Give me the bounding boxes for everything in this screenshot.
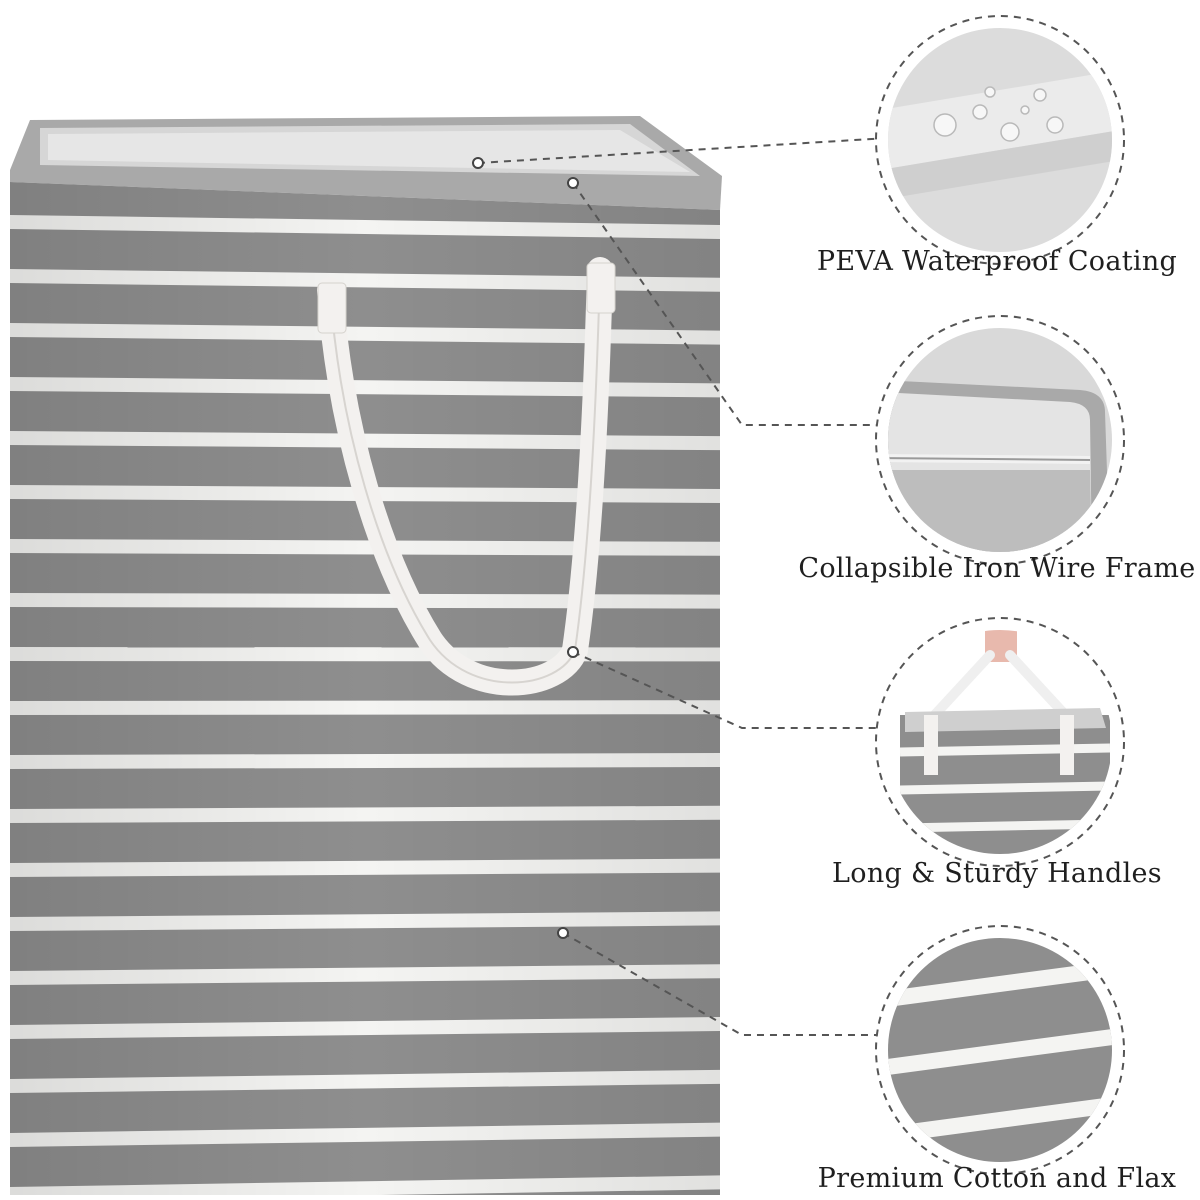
handle-tab-right xyxy=(586,262,616,314)
detail-circle-coating xyxy=(875,15,1125,265)
callout-dots xyxy=(472,157,579,939)
detail-circle-frame xyxy=(875,315,1125,565)
callout-line-coating xyxy=(477,137,889,164)
water-droplets xyxy=(933,86,1064,142)
feature-label-waterproof-coating: PEVA Waterproof Coating xyxy=(816,246,1178,277)
detail-circle-fabric xyxy=(875,925,1125,1175)
callout-line-handle xyxy=(572,651,890,729)
feature-label-wire-frame: Collapsible Iron Wire Frame xyxy=(798,553,1196,584)
callout-line-fabric xyxy=(562,932,890,1036)
callout-lines xyxy=(477,137,890,1036)
feature-label-fabric: Premium Cotton and Flax xyxy=(817,1163,1177,1194)
callout-line-frame xyxy=(572,182,890,426)
detail-circle-handles xyxy=(875,617,1125,867)
handle-tab-left xyxy=(317,282,347,334)
feature-label-handles: Long & Sturdy Handles xyxy=(832,858,1162,889)
laundry-basket xyxy=(10,116,722,1195)
